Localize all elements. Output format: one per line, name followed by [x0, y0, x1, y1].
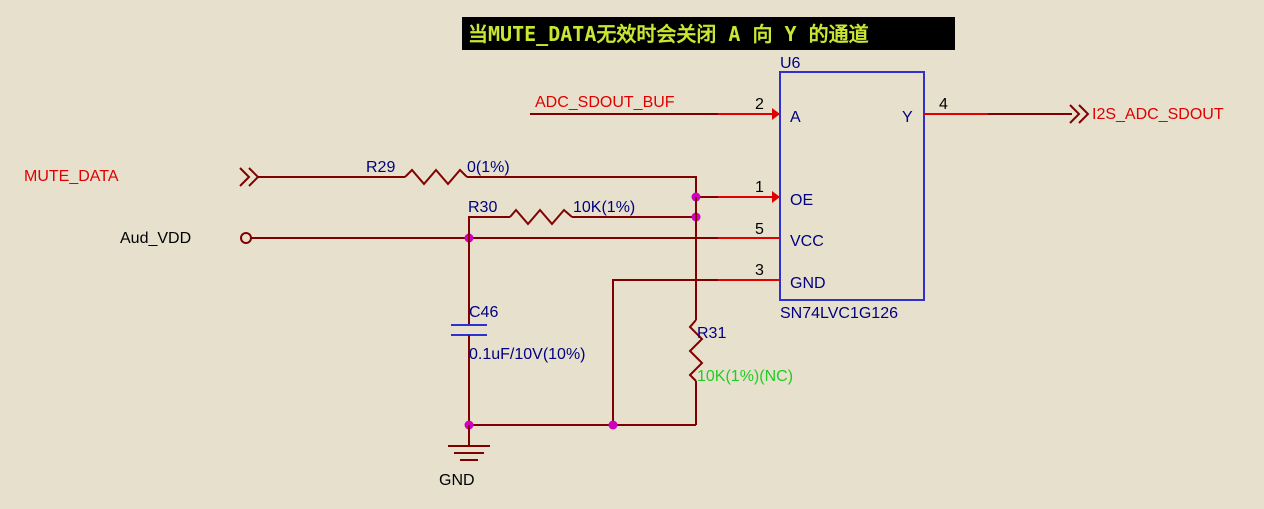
u6-body [779, 71, 925, 301]
u6-pin-oe-name: OE [790, 192, 813, 209]
u6-pin-vcc-name: VCC [790, 233, 824, 250]
r30-left-wire [468, 216, 510, 238]
gnd-label: GND [439, 472, 475, 489]
c46-ref-label: C46 [469, 304, 498, 321]
r31-resistor [688, 319, 704, 382]
gnd-pin-wire [612, 279, 718, 425]
mute-data-label: MUTE_DATA [24, 168, 119, 185]
adc-sdout-buf-label: ADC_SDOUT_BUF [535, 94, 675, 111]
aud-vdd-label: Aud_VDD [120, 230, 191, 247]
r30-ref-label: R30 [468, 199, 497, 216]
u6-pin-gnd-name: GND [790, 275, 826, 292]
u6-pin-gnd-number: 3 [755, 262, 764, 279]
u6-part-label: SN74LVC1G126 [780, 305, 898, 322]
u6-pin-y-name: Y [902, 109, 913, 126]
u6-ref-label: U6 [780, 55, 801, 72]
mute-data-chevron-1 [239, 167, 251, 187]
r29-resistor [404, 168, 468, 186]
r30-value-label: 10K(1%) [573, 199, 635, 216]
title-text: 当MUTE_DATA无效时会关闭 A 向 Y 的通道 [468, 22, 869, 46]
aud-vdd-port-icon [240, 232, 252, 244]
title-banner [462, 17, 955, 50]
r30-resistor [509, 208, 573, 226]
u6-pin-vcc-number: 5 [755, 221, 764, 238]
junction-gnd-mid [608, 420, 618, 430]
i2s-port-chevron-2 [1078, 104, 1090, 124]
i2s-port-chevron-1 [1069, 104, 1081, 124]
r29-ref-label: R29 [366, 159, 395, 176]
u6-pin-y-number: 4 [939, 96, 948, 113]
u6-pin-a-name: A [790, 109, 801, 126]
r29-value-label: 0(1%) [467, 159, 510, 176]
u6-pin-a-arrow [772, 108, 780, 120]
oe-net-wire [467, 176, 718, 198]
r31-ref-label: R31 [697, 325, 726, 342]
c46-value-label: 0.1uF/10V(10%) [469, 346, 586, 363]
u6-pin-oe-number: 1 [755, 179, 764, 196]
u6-pin-oe-arrow [772, 191, 780, 203]
u6-pin-a-number: 2 [755, 96, 764, 113]
i2s-adc-sdout-label: I2S_ADC_SDOUT [1092, 106, 1224, 123]
r31-value-label: 10K(1%)(NC) [697, 368, 793, 385]
